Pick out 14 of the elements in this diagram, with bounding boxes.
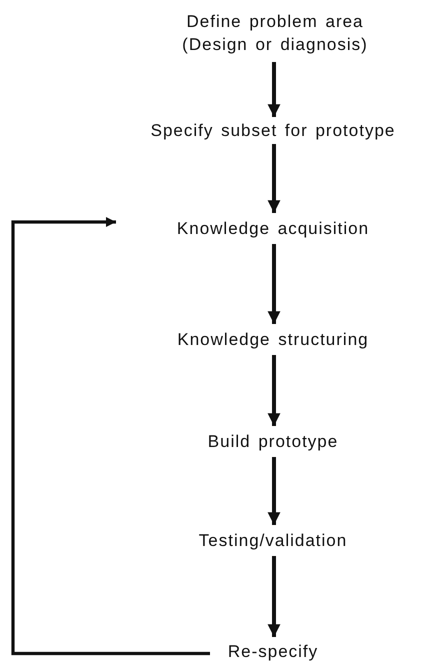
arrow (268, 556, 280, 637)
step-label: Knowledge structuring (177, 329, 369, 351)
arrow (268, 144, 280, 213)
step-label: Knowledge acquisition (176, 218, 370, 240)
step-label: Build prototype (208, 431, 338, 453)
step-label: Define problem area (Design or diagnosis) (181, 11, 369, 56)
step-label: Specify subset for prototype (150, 120, 396, 142)
arrow (268, 244, 280, 324)
arrow (268, 62, 280, 117)
step-label: Testing/validation (198, 530, 348, 552)
arrow (268, 355, 280, 426)
arrow (11, 216, 210, 656)
arrow (268, 457, 280, 525)
step-label: Re-specify (228, 641, 318, 661)
